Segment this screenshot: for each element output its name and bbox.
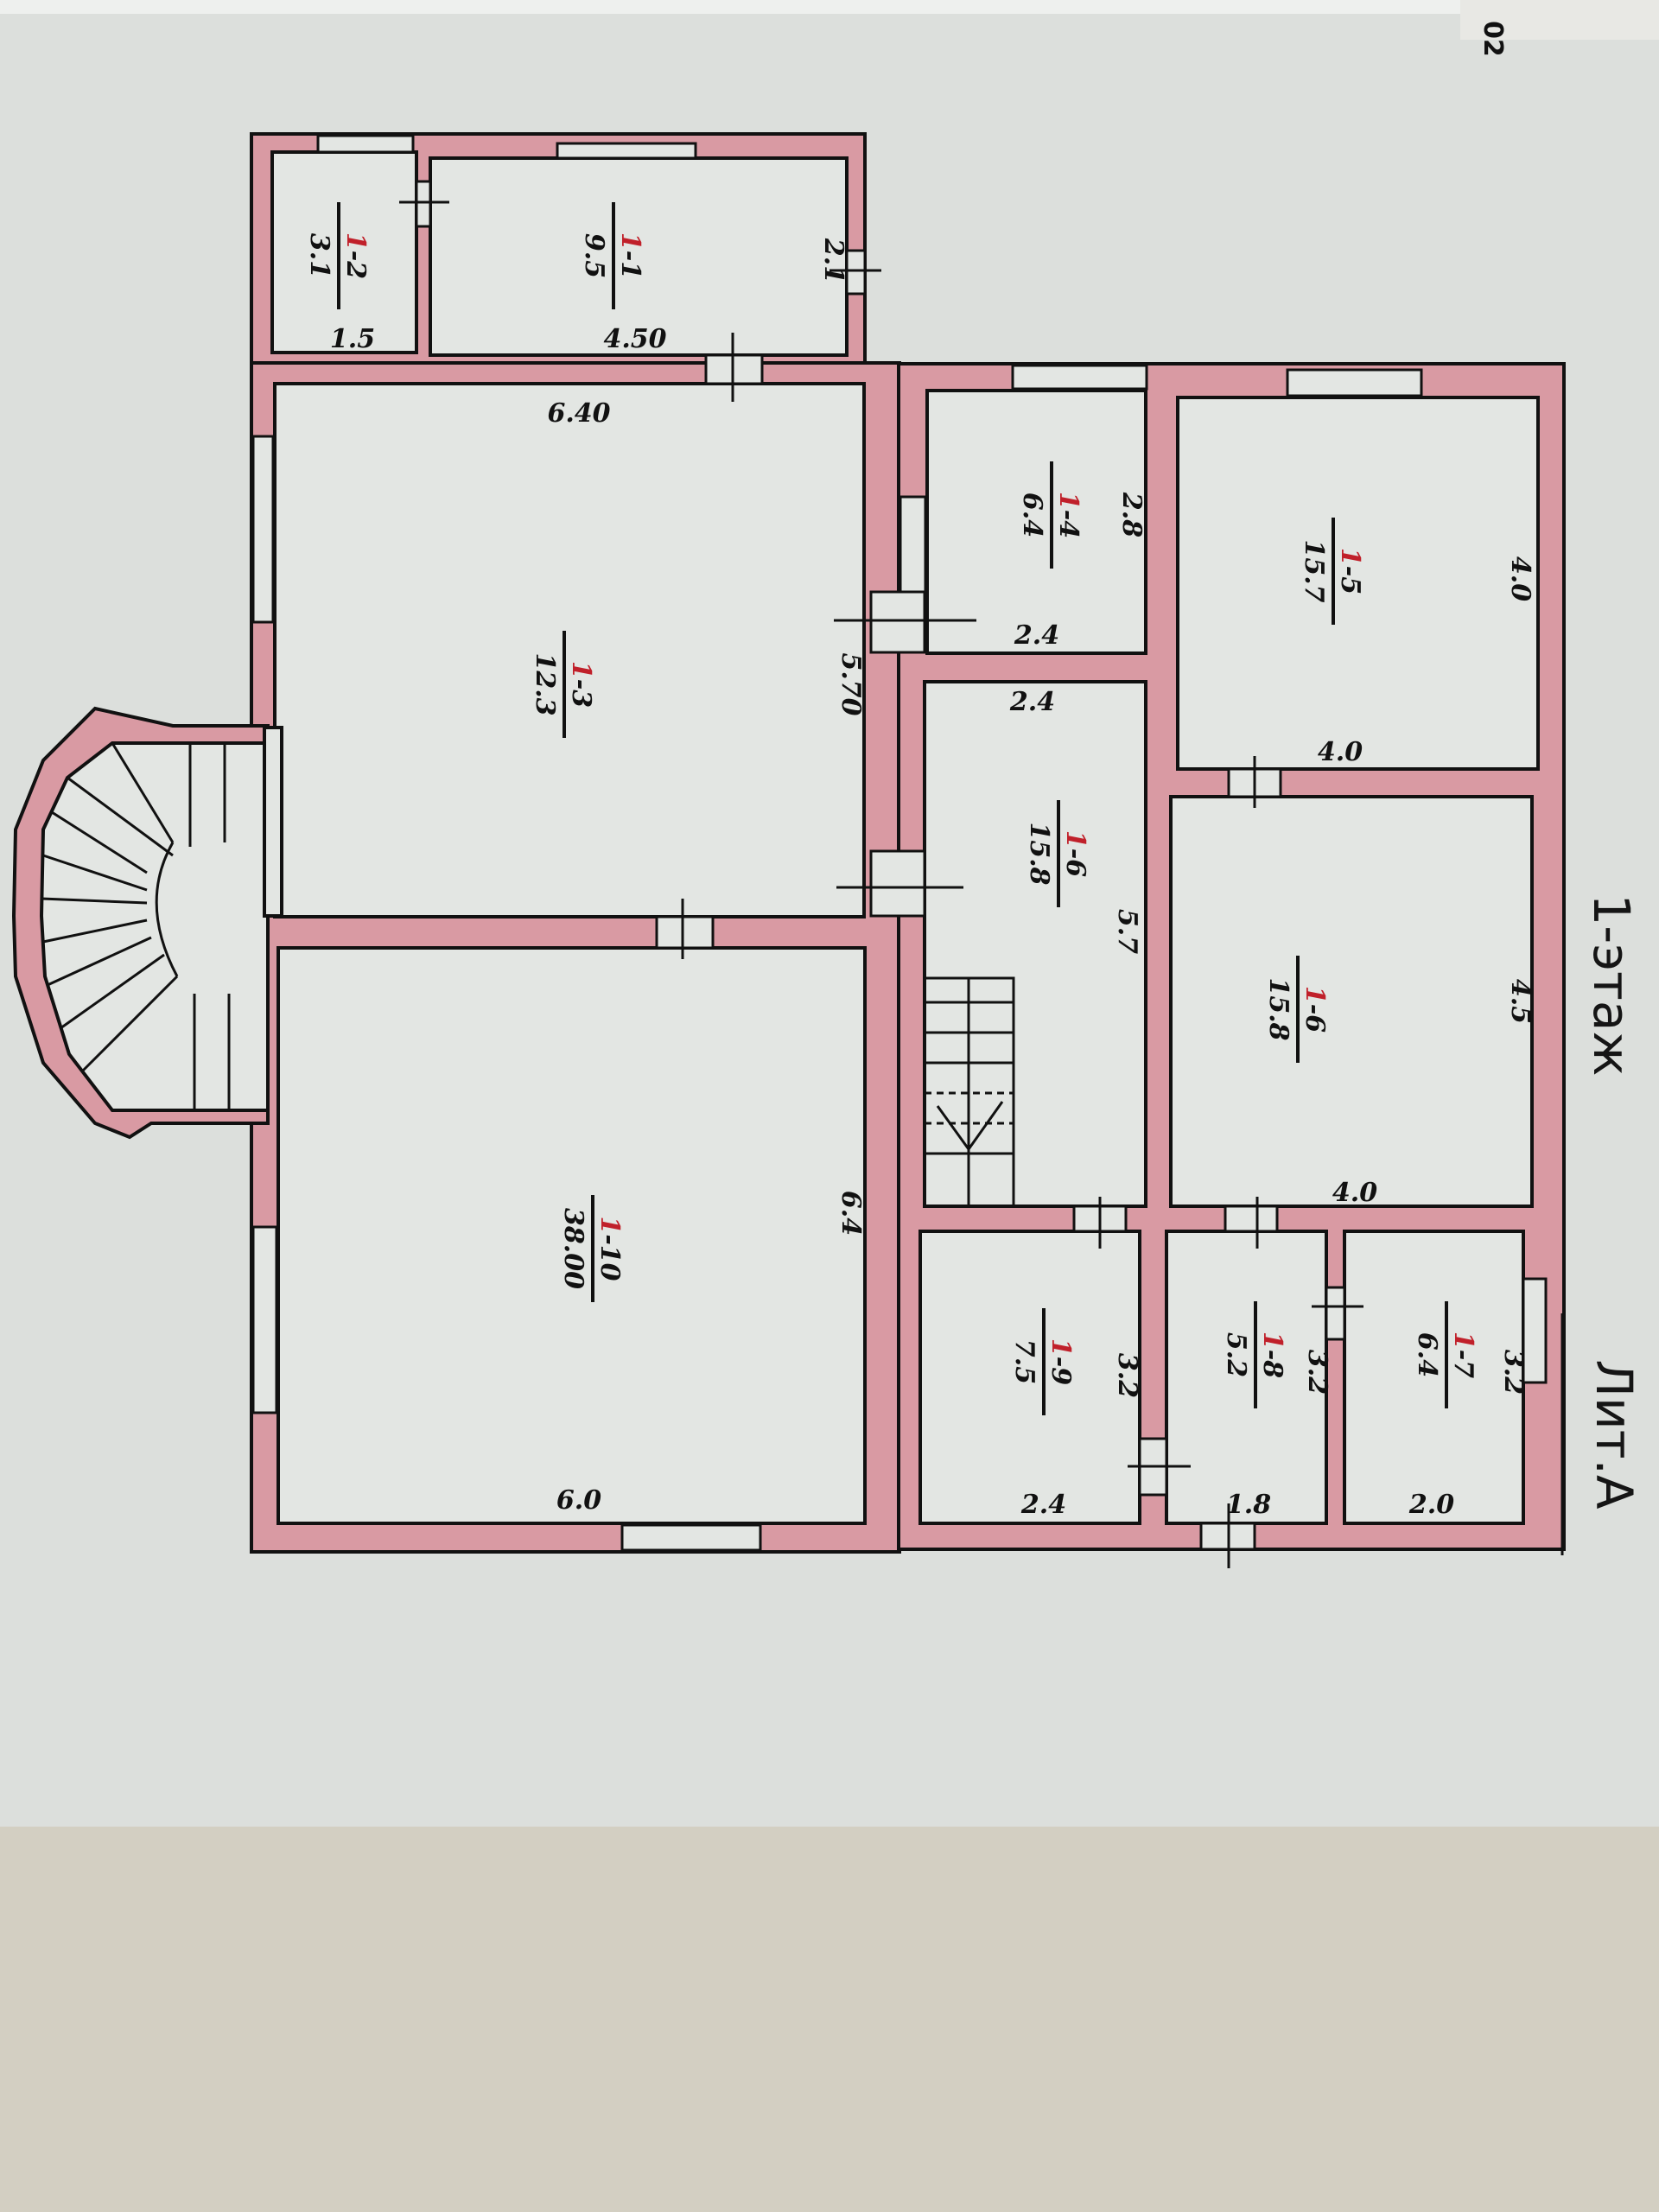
room-label: 1-76.4 — [1412, 1301, 1478, 1408]
dim-1-3-width: 6.40 — [547, 398, 610, 429]
dim-1-7-width: 2.0 — [1408, 1490, 1454, 1520]
window — [251, 1225, 278, 1414]
room-1-6-corridor — [923, 680, 1147, 1208]
door — [845, 249, 867, 296]
room-labels: 1-19.51-23.11-312.31-46.41-515.71-615.81… — [304, 202, 1478, 1415]
dim-1-9-depth: 3.2 — [1112, 1353, 1142, 1398]
window — [1011, 364, 1148, 391]
dim-1-8-depth: 3.2 — [1302, 1350, 1332, 1395]
dim-1-2-width: 1.5 — [330, 324, 375, 354]
room-1-8 — [1165, 1230, 1328, 1525]
room-label: 1-312.3 — [530, 631, 596, 738]
room-1-1 — [429, 156, 849, 357]
room-1-6 — [1169, 795, 1534, 1208]
room-label: 1-23.1 — [304, 202, 371, 309]
dim-1-6-width: 4.0 — [1332, 1178, 1377, 1208]
room-1-9 — [918, 1230, 1141, 1525]
room-label: 1-19.5 — [579, 202, 645, 309]
window — [251, 435, 275, 624]
dim-1-6-corridor-width: 2.4 — [1009, 687, 1055, 717]
room-area: 7.5 — [1009, 1339, 1039, 1384]
dim-1-6-depth: 4.5 — [1505, 979, 1535, 1024]
door — [1325, 1286, 1346, 1341]
room-number: 1-3 — [566, 661, 596, 708]
room-number: 1-6 — [1300, 986, 1330, 1033]
door — [415, 180, 432, 228]
dim-1-5-width: 4.0 — [1318, 737, 1363, 767]
room-number: 1-8 — [1257, 1332, 1287, 1378]
room-label: 1-46.4 — [1017, 461, 1084, 569]
window — [556, 142, 697, 160]
room-number: 1-7 — [1448, 1332, 1478, 1378]
building-letter: Лит.А — [1585, 1359, 1643, 1510]
room-area: 38.00 — [558, 1208, 588, 1289]
dimension-labels: 1.5 4.50 2.1 6.40 5.70 6.0 6.4 2.8 2.4 2… — [330, 238, 1535, 1520]
door — [1224, 1205, 1279, 1233]
window — [1286, 368, 1423, 397]
room-1-5 — [1176, 396, 1540, 771]
dim-1-6-corridor-depth: 5.7 — [1112, 909, 1142, 954]
room-1-10 — [276, 946, 867, 1525]
room-area: 15.8 — [1024, 822, 1054, 885]
room-label: 1-615.8 — [1024, 800, 1090, 907]
door — [869, 590, 926, 654]
window — [316, 134, 415, 154]
room-area: 15.7 — [1299, 539, 1329, 602]
room-number: 1-5 — [1335, 548, 1365, 594]
windows — [251, 134, 1548, 1552]
room-number: 1-10 — [594, 1216, 625, 1281]
room-label: 1-97.5 — [1009, 1308, 1076, 1415]
dim-1-4-depth: 2.8 — [1116, 492, 1147, 537]
window — [1522, 1277, 1548, 1384]
room-area: 6.4 — [1412, 1332, 1442, 1377]
room-label: 1-515.7 — [1299, 518, 1365, 625]
dim-1-1-width: 4.50 — [603, 324, 666, 354]
corner-note-strip — [1460, 0, 1659, 40]
doors — [399, 180, 1363, 1568]
room-number: 1-4 — [1053, 492, 1084, 538]
door — [655, 915, 715, 950]
room-area: 6.4 — [1017, 493, 1047, 537]
window — [620, 1523, 762, 1552]
room-label: 1-615.8 — [1263, 956, 1330, 1063]
room-number: 1-1 — [615, 232, 645, 279]
dim-1-4-width: 2.4 — [1014, 620, 1059, 651]
dim-1-7-depth: 3.2 — [1498, 1350, 1529, 1395]
top-paper-strip — [0, 0, 1659, 14]
room-1-3 — [273, 382, 866, 918]
room-label: 1-85.2 — [1221, 1301, 1287, 1408]
dim-1-3-depth: 5.70 — [836, 652, 866, 715]
spiral-staircase — [11, 706, 270, 1140]
dim-1-10-width: 6.0 — [556, 1485, 601, 1516]
room-area: 15.8 — [1263, 977, 1294, 1040]
room-1-4 — [925, 389, 1147, 655]
room-1-3-stair-opening — [263, 726, 283, 918]
room-number: 1-2 — [340, 232, 371, 279]
room-area: 12.3 — [530, 652, 560, 715]
dim-1-1-depth: 2.1 — [818, 238, 849, 283]
interior-staircase — [923, 976, 1015, 1208]
dim-1-8-width: 1.8 — [1226, 1490, 1271, 1520]
door — [869, 849, 926, 918]
room-number: 1-9 — [1046, 1338, 1076, 1385]
dim-1-9-width: 2.4 — [1020, 1490, 1066, 1520]
dim-1-5-depth: 4.0 — [1505, 556, 1535, 601]
dim-1-10-depth: 6.4 — [836, 1191, 866, 1236]
room-1-2 — [270, 150, 418, 354]
room-area: 5.2 — [1221, 1332, 1251, 1377]
corner-note: 02 — [1478, 21, 1508, 57]
room-area: 3.1 — [304, 233, 334, 278]
floor-title: 1-этаж — [1582, 893, 1641, 1076]
window — [899, 495, 927, 594]
room-1-7 — [1343, 1230, 1525, 1525]
room-area: 9.5 — [579, 233, 609, 278]
room-number: 1-6 — [1060, 830, 1090, 877]
